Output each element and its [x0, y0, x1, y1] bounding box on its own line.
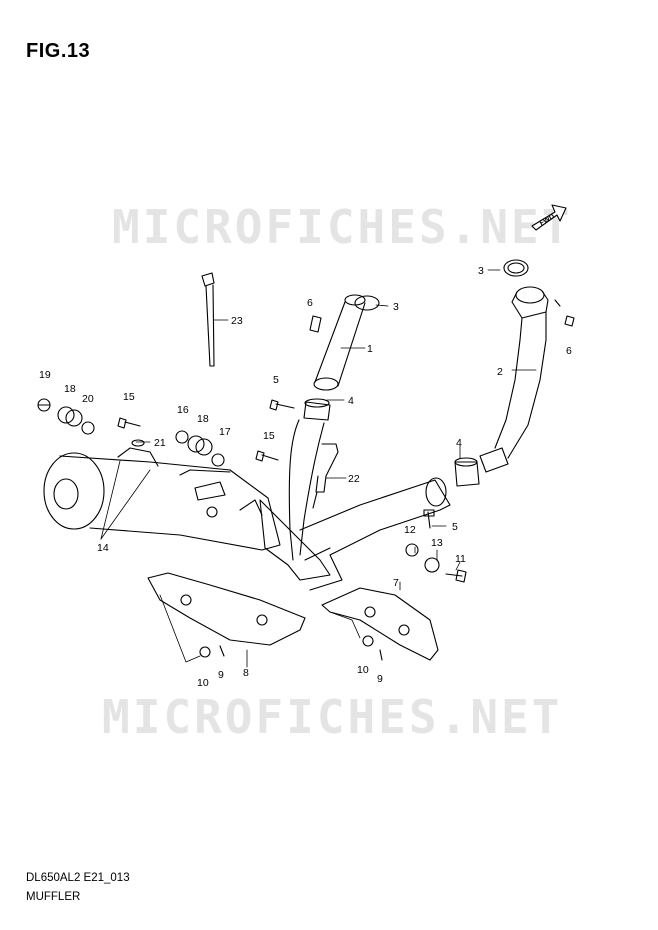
heat-shield-lower: [147, 572, 306, 646]
watermark-top: MICROFICHES.NET: [112, 200, 573, 254]
callout-3b: 3: [478, 265, 484, 277]
callout-11: 11: [455, 553, 466, 565]
figure-caption: MUFFLER: [26, 891, 81, 903]
callout-18: 18: [64, 383, 76, 395]
callout-14: 14: [97, 542, 109, 554]
callout-4b: 4: [456, 437, 462, 449]
heat-shield-upper: [321, 587, 439, 661]
callout-15b: 15: [263, 430, 275, 442]
figure-code: DL650AL2 E21_013: [26, 872, 130, 884]
bushing-icon: [37, 398, 440, 661]
callout-2: 2: [497, 366, 503, 378]
oxygen-sensor: [312, 443, 339, 509]
watermark-bottom: MICROFICHES.NET: [102, 690, 563, 744]
callout-9: 9: [218, 669, 224, 681]
gasket-ring-top: [354, 259, 529, 311]
callout-1: 1: [367, 343, 373, 355]
callout-5: 5: [273, 374, 279, 386]
callout-4: 4: [348, 395, 354, 407]
callout-6: 6: [307, 297, 313, 309]
callout-23: 23: [231, 315, 243, 327]
callout-13: 13: [431, 537, 443, 549]
callout-6b: 6: [566, 345, 572, 357]
fwd-label: FWD: [539, 213, 556, 227]
callout-9b: 9: [377, 673, 383, 685]
fwd-arrow-icon: [531, 204, 567, 231]
callout-8: 8: [243, 667, 249, 679]
bolt-icon: [117, 315, 575, 583]
exhaust-chamber: [259, 477, 451, 591]
callout-21: 21: [154, 437, 166, 449]
exhaust-pipe-front: [313, 294, 366, 391]
callout-5b: 5: [452, 521, 458, 533]
callout-20: 20: [82, 393, 94, 405]
leader-lines: [100, 269, 537, 668]
callout-12: 12: [404, 524, 416, 536]
connecting-pipe: [288, 419, 509, 561]
callout-10b: 10: [357, 664, 369, 676]
muffler-body: [43, 447, 281, 551]
callout-3: 3: [393, 301, 399, 313]
callout-22: 22: [348, 473, 360, 485]
callout-15: 15: [123, 391, 135, 403]
callout-16: 16: [177, 404, 189, 416]
gasket-front: [303, 398, 480, 487]
callout-19: 19: [39, 369, 51, 381]
exhaust-pipe-rear: [494, 286, 561, 459]
cable-tie: [201, 272, 215, 367]
callout-7: 7: [393, 577, 399, 589]
figure-title: FIG.13: [26, 40, 91, 62]
callout-17: 17: [219, 426, 231, 438]
callout-18b: 18: [197, 413, 209, 425]
callout-10: 10: [197, 677, 209, 689]
